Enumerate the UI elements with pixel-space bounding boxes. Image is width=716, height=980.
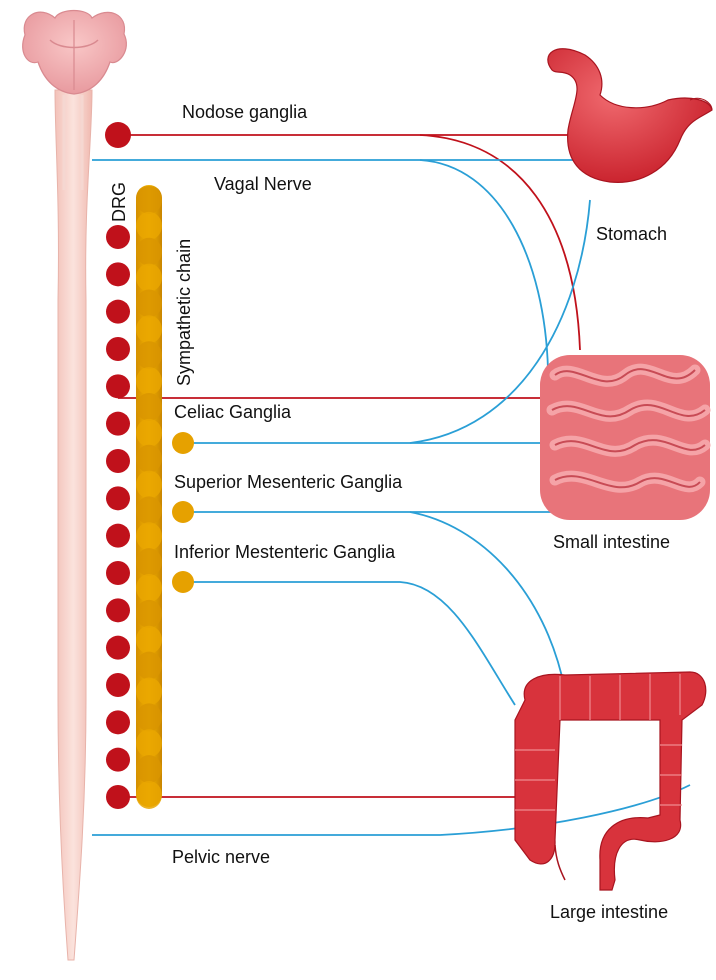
drg-ganglion [106, 710, 130, 734]
drg-ganglion [106, 225, 130, 249]
drg-ganglion [106, 598, 130, 622]
sympathetic-chain-segment [136, 341, 162, 369]
pelvic-nerve-label: Pelvic nerve [172, 847, 270, 867]
inferior-mesenteric-ganglion [172, 571, 194, 593]
drg-ganglion [106, 262, 130, 286]
stomach-label: Stomach [596, 224, 667, 244]
sympathetic-chain-segment [136, 238, 162, 266]
drg-ganglion [106, 337, 130, 361]
nodose-ganglia-label: Nodose ganglia [182, 102, 308, 122]
drg-ganglion [106, 524, 130, 548]
drg-ganglion [106, 673, 130, 697]
small-intestine [540, 355, 710, 520]
sympathetic-chain-segment [136, 186, 162, 214]
sympathetic-chain-segment [136, 367, 162, 395]
sympathetic-chain-segment [136, 548, 162, 576]
vagal-nerve-label: Vagal Nerve [214, 174, 312, 194]
inferior-mesenteric-line-to-large-intestine [183, 582, 515, 705]
nodose-line-to-small-intestine [420, 135, 580, 350]
sympathetic-chain-segment [136, 315, 162, 343]
sympathetic-chain-segment [136, 212, 162, 240]
large-intestine [515, 672, 706, 890]
large-intestine-label: Large intestine [550, 902, 668, 922]
sympathetic-chain-segment [136, 393, 162, 421]
sympathetic-chain [136, 185, 162, 809]
sympathetic-chain-segment [136, 703, 162, 731]
sympathetic-chain-segment [136, 652, 162, 680]
drg-ganglion [106, 374, 130, 398]
sympathetic-chain-segment [136, 471, 162, 499]
drg-ganglion [106, 785, 130, 809]
sympathetic-chain-segment [136, 264, 162, 292]
sympathetic-chain-segment [136, 678, 162, 706]
sympathetic-chain-segment [136, 755, 162, 783]
inferior-mesenteric-ganglia-label: Inferior Mestenteric Ganglia [174, 542, 396, 562]
sympathetic-chain-segment [136, 496, 162, 524]
stomach [548, 49, 712, 183]
drg-ganglion [106, 412, 130, 436]
drg-ganglion [106, 561, 130, 585]
sympathetic-chain-segment [136, 419, 162, 447]
vagal-line-to-small-intestine [420, 160, 548, 370]
pelvic-line-to-large-intestine [92, 785, 690, 835]
sympathetic-chain-segment [136, 574, 162, 602]
drg-column [106, 225, 130, 809]
sympathetic-chain-segment [136, 289, 162, 317]
superior-mesenteric-ganglion [172, 501, 194, 523]
drg-label: DRG [109, 182, 129, 222]
spinal-cord [55, 90, 92, 960]
drg-ganglion [106, 300, 130, 324]
celiac-ganglia-label: Celiac Ganglia [174, 402, 292, 422]
drg-ganglion [106, 486, 130, 510]
superior-mesenteric-ganglia-label: Superior Mesenteric Ganglia [174, 472, 403, 492]
drg-ganglion [106, 449, 130, 473]
sympathetic-chain-segment [136, 600, 162, 628]
small-intestine-label: Small intestine [553, 532, 670, 552]
celiac-ganglion [172, 432, 194, 454]
drg-ganglion [106, 748, 130, 772]
drg-ganglion [106, 636, 130, 660]
nodose-ganglion [105, 122, 131, 148]
sympathetic-chain-label: Sympathetic chain [174, 239, 194, 386]
superior-mesenteric-line-to-large-intestine [410, 512, 565, 690]
sympathetic-chain-segment [136, 626, 162, 654]
sympathetic-chain-segment [136, 445, 162, 473]
sympathetic-chain-segment [136, 781, 162, 809]
sympathetic-chain-segment [136, 522, 162, 550]
brainstem [23, 11, 127, 95]
sympathetic-chain-segment [136, 729, 162, 757]
